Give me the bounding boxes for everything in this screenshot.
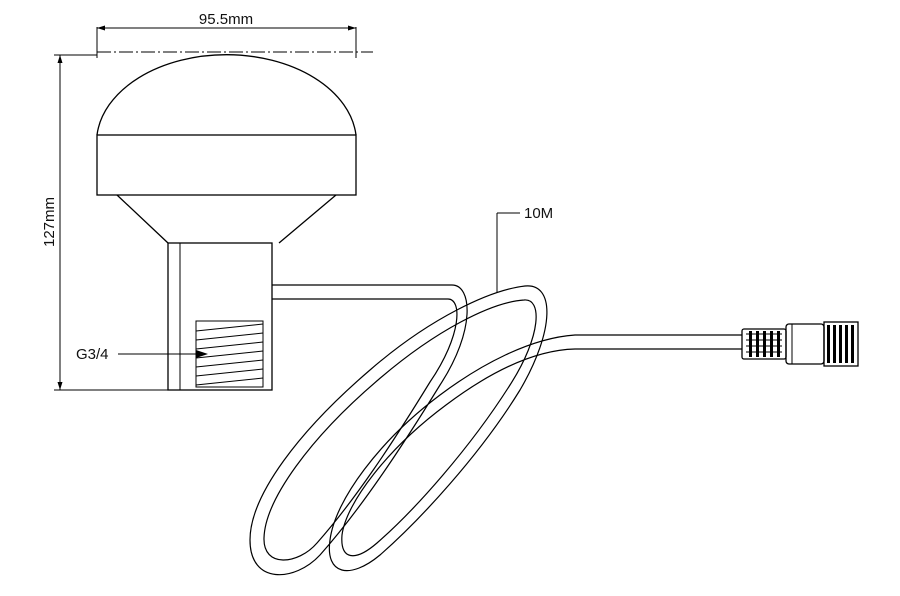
cable-length-label: 10M [524,205,553,222]
thread-label: G3/4 [76,346,109,363]
antenna-neck [167,242,273,391]
antenna-cone [116,194,337,244]
height-dimension: 127mm [41,54,170,391]
cable-connector [741,321,859,367]
width-label: 95.5mm [199,11,253,28]
thread-section [195,320,264,388]
antenna-body [96,54,357,391]
cable-coil: 10M [249,205,742,576]
width-dimension: 95.5mm [96,11,373,58]
thread-callout: G3/4 [76,346,208,363]
height-label: 127mm [41,197,58,247]
antenna-band [96,134,357,196]
antenna-dome [96,54,357,136]
